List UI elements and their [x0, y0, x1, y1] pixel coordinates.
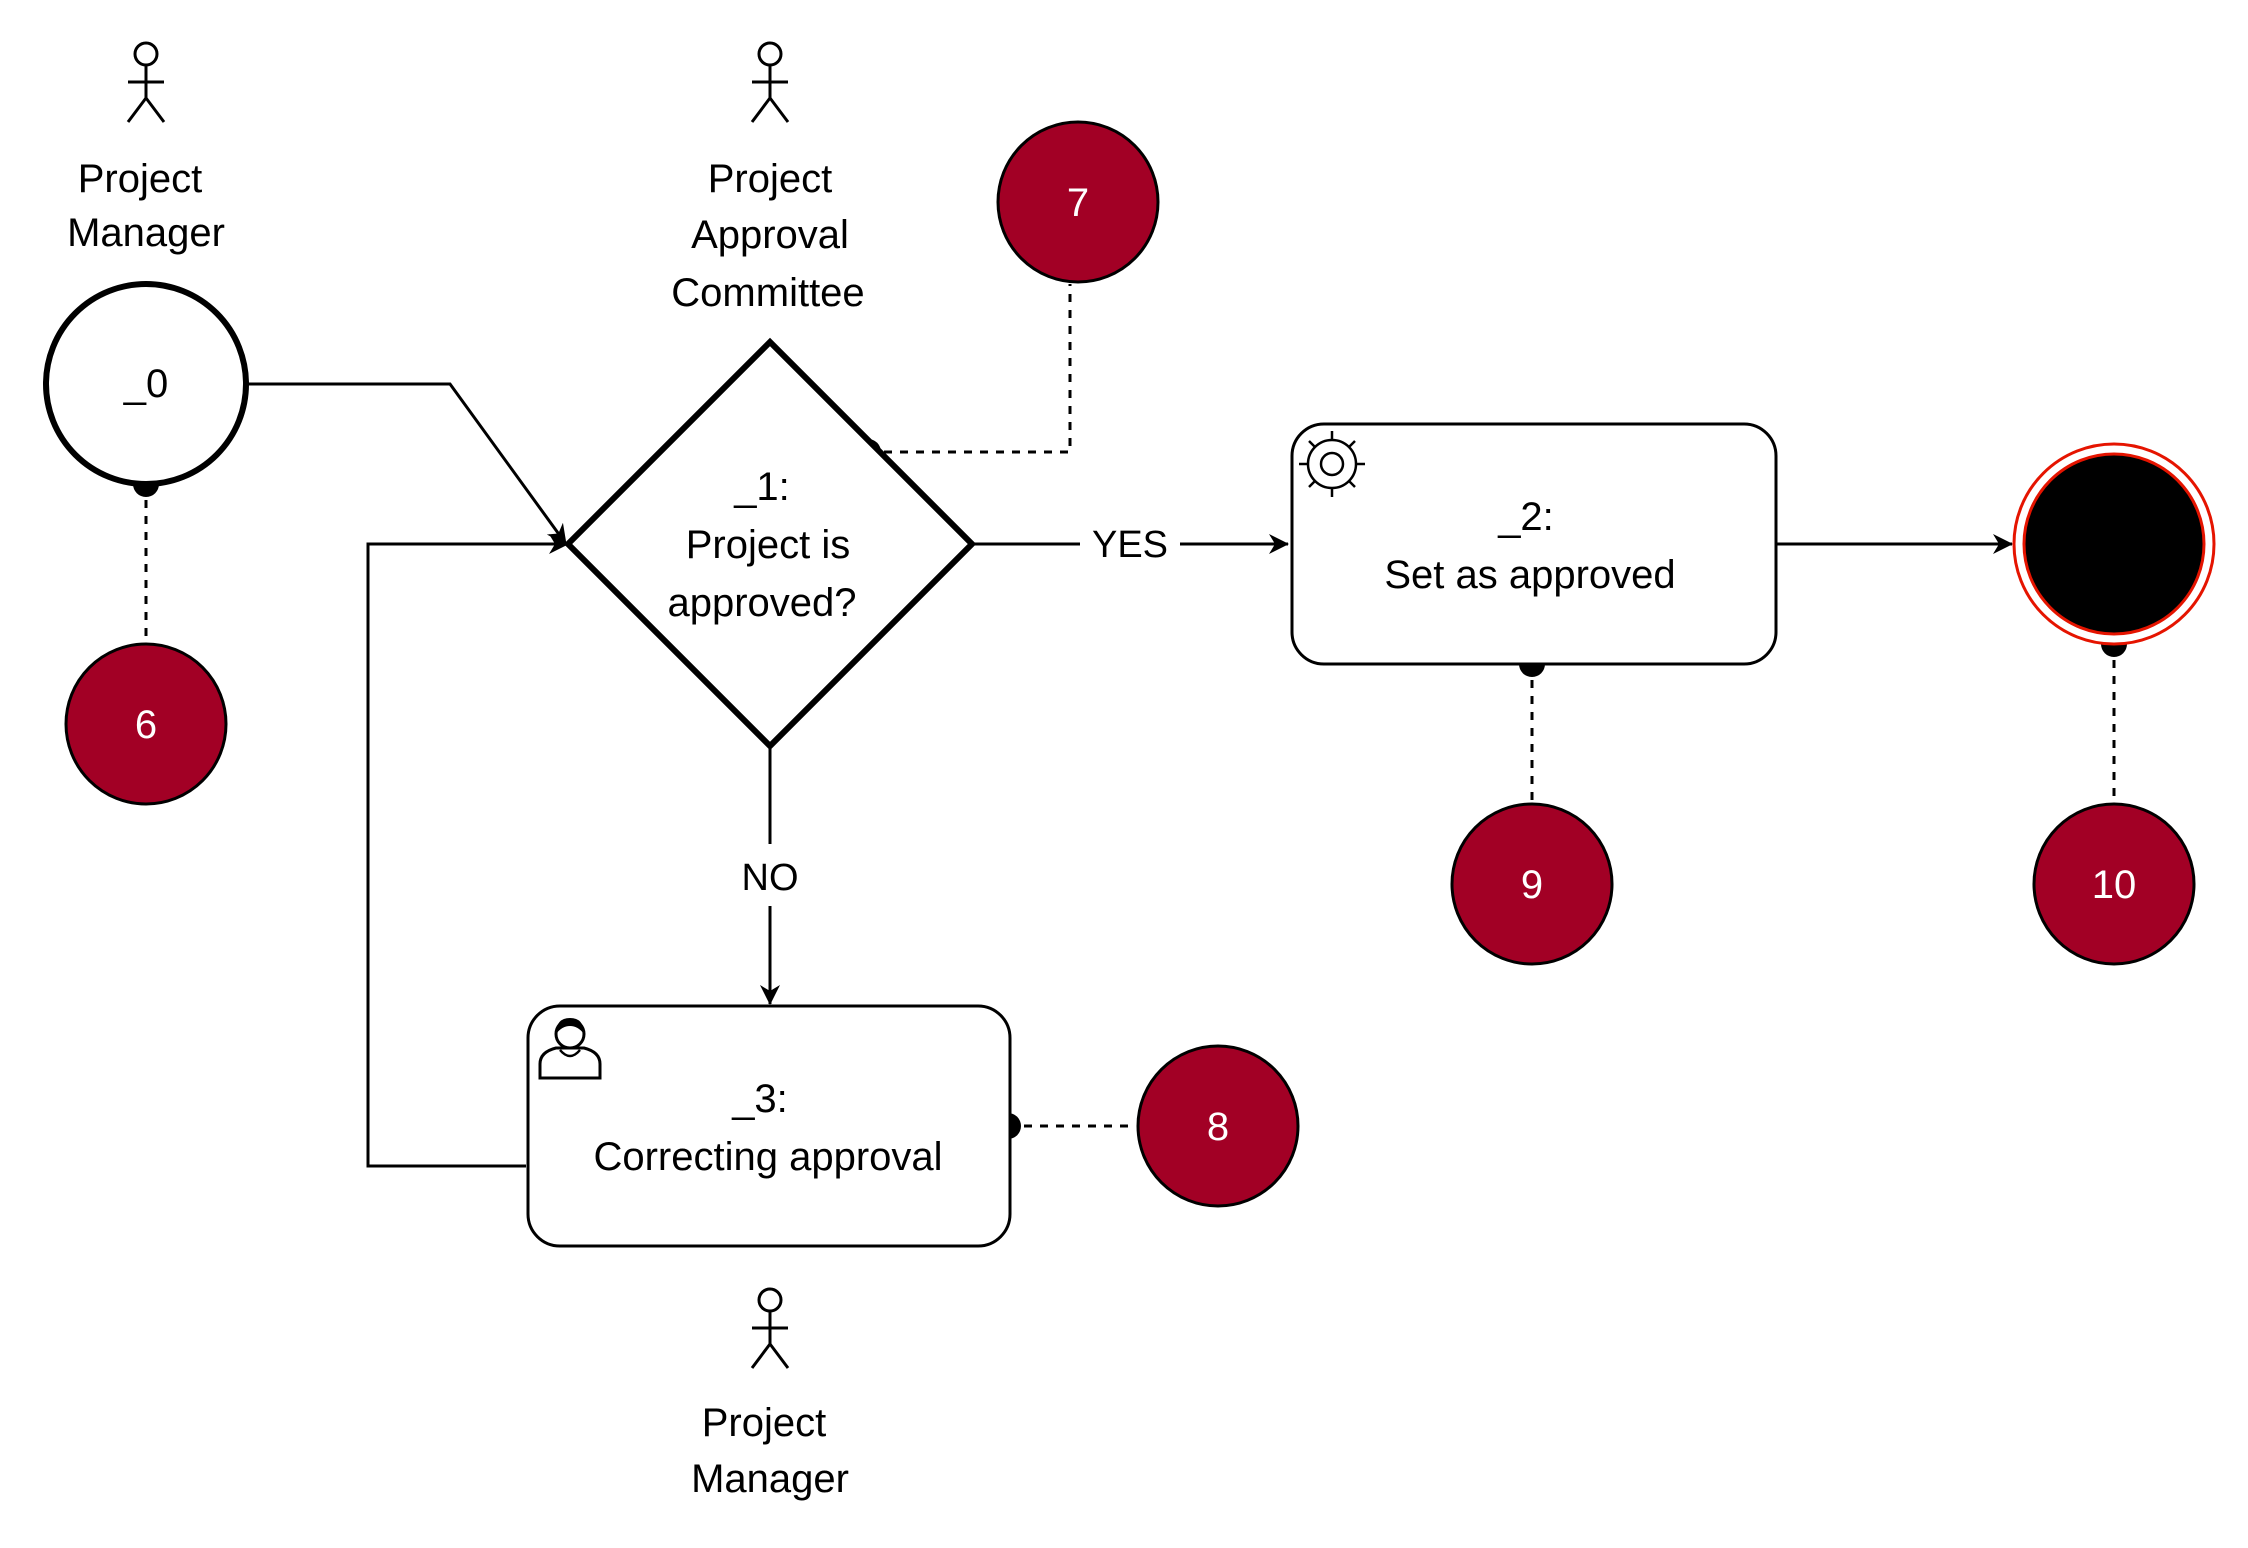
badge-8-circle[interactable] [1136, 1044, 1300, 1208]
flow-start-to-gateway[interactable] [248, 382, 568, 545]
exclusive-gateway[interactable]: _1: Project is approved? [563, 337, 977, 751]
start-actor-line2: Manager [67, 211, 225, 255]
task2-label-line2: Set as approved [1384, 553, 1675, 597]
start-event-circle[interactable] [43, 281, 249, 487]
badge-6-label: 6 [135, 703, 157, 747]
gateway-actor-line2: Approval [691, 213, 849, 257]
end-event[interactable] [2012, 442, 2216, 646]
badge-7[interactable]: 7 [996, 120, 1160, 284]
task3-label-line1: _3: [731, 1077, 788, 1121]
badge-9[interactable]: 9 [1450, 802, 1614, 966]
gateway-diamond[interactable] [563, 337, 977, 751]
gateway-label-line3: approved? [667, 581, 856, 625]
start-event[interactable]: _0 [43, 281, 249, 487]
gateway-actor-line3: Committee [671, 271, 864, 315]
badge-7-label: 7 [1067, 181, 1089, 225]
task-correcting-approval[interactable]: _3: Correcting approval [526, 1004, 1012, 1248]
flows [248, 382, 2013, 1168]
badge-6-circle[interactable] [64, 642, 228, 806]
task3-box[interactable] [526, 1004, 1012, 1248]
badge-10-label: 10 [2092, 863, 2137, 907]
gear-icon [1299, 431, 1365, 497]
badge-9-label: 9 [1521, 863, 1543, 907]
stick-figure-icon [750, 41, 790, 123]
yes-label: YES [1092, 524, 1168, 566]
task3-label-line2: Correcting approval [593, 1135, 942, 1179]
associations [144, 284, 2116, 1128]
task-set-as-approved[interactable]: _2: Set as approved [1290, 422, 1778, 666]
badge-7-circle[interactable] [996, 120, 1160, 284]
task3-actor-line1: Project [702, 1401, 827, 1445]
badge-10-circle[interactable] [2032, 802, 2196, 966]
gateway-label-line1: _1: [733, 465, 790, 509]
task2-label-line1: _2: [1497, 495, 1554, 539]
gateway-actor-line1: Project [708, 157, 833, 201]
flow-task3-to-gateway[interactable] [366, 534, 569, 1168]
no-label: NO [742, 857, 799, 899]
badge-10[interactable]: 10 [2032, 802, 2196, 966]
association-gateway-7 [868, 284, 1072, 454]
gateway-label-line2: Project is [686, 523, 851, 567]
badge-8[interactable]: 8 [1136, 1044, 1300, 1208]
stick-figure-icon [126, 41, 166, 123]
start-actor-line1: Project [78, 157, 203, 201]
user-icon [538, 1018, 602, 1080]
start-event-label: _0 [123, 362, 169, 406]
badge-6[interactable]: 6 [64, 642, 228, 806]
badge-8-label: 8 [1207, 1105, 1229, 1149]
stick-figure-icon [750, 1287, 790, 1369]
task2-box[interactable] [1290, 422, 1778, 666]
badge-9-circle[interactable] [1450, 802, 1614, 966]
end-event-inner[interactable] [2022, 452, 2206, 636]
task3-actor-line2: Manager [691, 1457, 849, 1501]
